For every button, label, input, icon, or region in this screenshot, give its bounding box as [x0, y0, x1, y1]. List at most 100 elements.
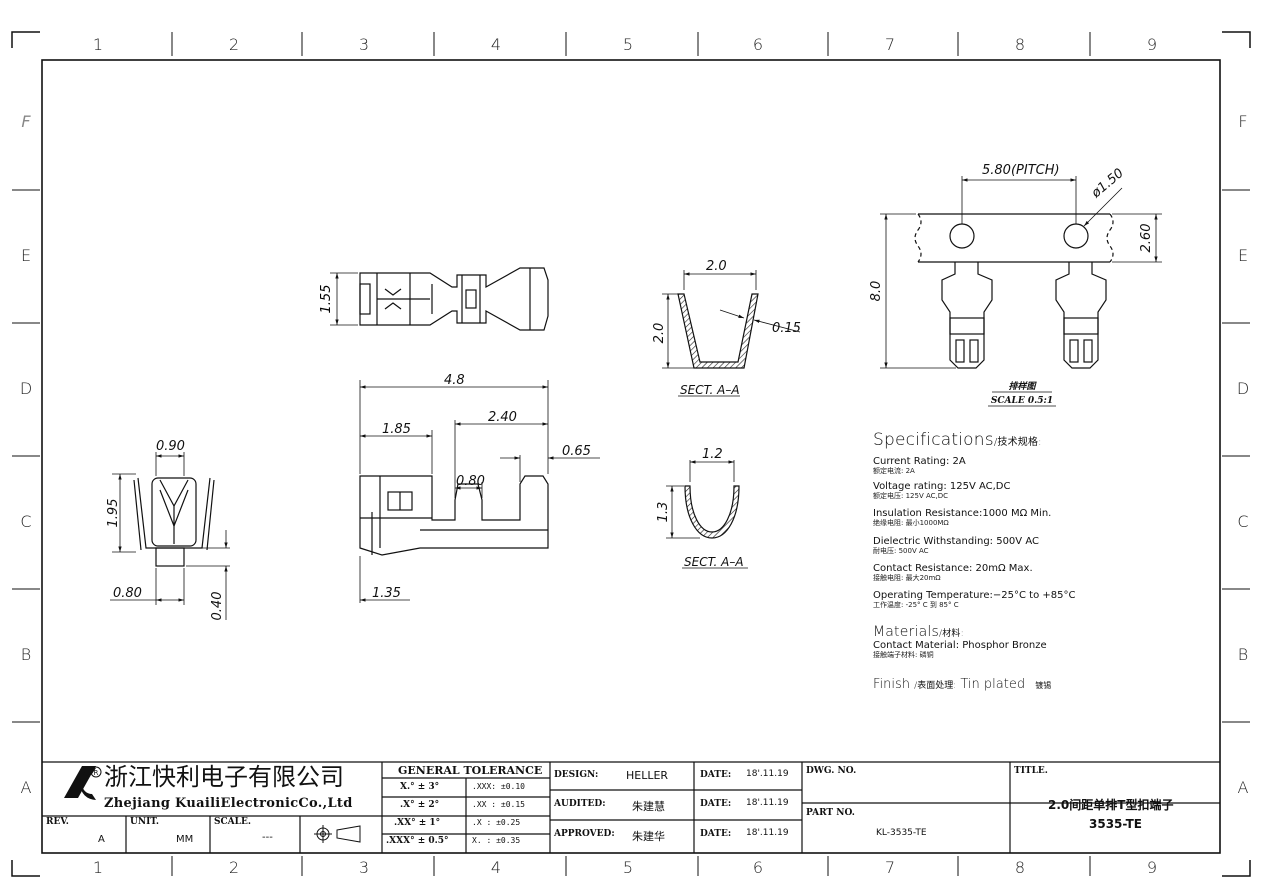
grid-row-label: A [1238, 778, 1249, 797]
section-a-view-2 [666, 460, 748, 569]
audited-label: AUDITED: [554, 799, 606, 809]
spec-item-en: Dielectric Withstanding: 500V AC [873, 536, 1039, 547]
dim-front-base: 0.80 [113, 586, 142, 601]
dim-sect2-width: 1.2 [702, 447, 723, 462]
title-label: TITLE. [1014, 766, 1048, 776]
finish-value-cn: 镀锡 [1035, 681, 1052, 690]
dim-sect1-thickness: 0.15 [772, 321, 801, 336]
grid-col-label: 3 [359, 858, 369, 877]
strip-caption: 排样图 [1008, 381, 1037, 392]
spec-item-cn: 额定电流: 2A [873, 467, 915, 475]
finish-label-cn: /表面处理: [914, 681, 957, 691]
dim-front-width: 0.90 [156, 439, 185, 454]
grid-row-label: D [1237, 379, 1249, 398]
spec-item-en: Insulation Resistance:1000 MΩ Min. [873, 508, 1052, 519]
dim-side-tab: 1.35 [372, 586, 401, 601]
approved-value: 朱建华 [632, 830, 665, 843]
grid-row-label: A [21, 778, 32, 797]
dim-side-total: 4.8 [444, 373, 465, 388]
unit-value: MM [176, 834, 194, 845]
grid-col-label: 2 [229, 858, 239, 877]
grid-col-label: 8 [1015, 35, 1025, 54]
grid-col-label: 4 [491, 35, 501, 54]
grid-col-label: 1 [93, 858, 103, 877]
materials-heading-cn: /材料: [938, 629, 964, 639]
unit-label: UNIT. [130, 817, 159, 827]
spec-item-en: Current Rating: 2A [873, 456, 966, 467]
design-value: HELLER [626, 769, 669, 782]
top-view [330, 267, 549, 331]
part-no-value: KL-3535-TE [876, 828, 927, 838]
scale-value: --- [262, 832, 273, 843]
grid-col-label: 6 [753, 35, 763, 54]
audited-value: 朱建慧 [632, 800, 665, 813]
spec-item: Contact Resistance: 20mΩ Max.接触电阻: 最大20m… [873, 563, 1193, 582]
grid-row-label: E [1238, 246, 1248, 265]
projection-symbol-icon [314, 825, 361, 843]
date-value: 18'.11.19 [746, 769, 789, 779]
dim-top-height: 1.55 [319, 285, 334, 314]
spec-heading: Specifications [873, 430, 994, 450]
dim-front-tab: 0.40 [210, 592, 225, 621]
grid-col-label: 1 [93, 35, 103, 54]
grid-col-label: 5 [623, 35, 633, 54]
specifications-block: Specifications/技术规格: [873, 430, 1193, 450]
company-name-en: Zhejiang KuailiElectronicCo.,Ltd [104, 796, 353, 811]
grid-row-label: B [1238, 645, 1248, 664]
dim-sect1-height: 2.0 [652, 323, 667, 344]
dim-sect1-width: 2.0 [706, 259, 727, 274]
tolerance-heading: GENERAL TOLERANCE [398, 764, 543, 777]
grid-col-label: 5 [623, 858, 633, 877]
date-label: DATE: [700, 799, 732, 809]
spec-item-en: Voltage rating: 125V AC,DC [873, 481, 1011, 492]
date-value: 18'.11.19 [746, 798, 789, 808]
dim-strip-hole: ø1.50 [1088, 166, 1127, 202]
spec-item-cn: 耐电压: 500V AC [873, 547, 929, 555]
dim-strip-pitch: 5.80(PITCH) [982, 163, 1060, 178]
tol-angle-2: .XX° ± 1° [394, 818, 441, 828]
company-name-cn: 浙江快利电子有限公司 [104, 763, 344, 791]
date-label: DATE: [700, 770, 732, 780]
dim-side-tail: 0.65 [562, 444, 591, 459]
grid-col-label: 9 [1147, 35, 1157, 54]
side-view [359, 380, 600, 603]
dim-strip-carrier: 2.60 [1139, 224, 1154, 253]
dim-side-front: 1.85 [382, 422, 411, 437]
sheet-border [11, 31, 1251, 877]
rev-label: REV. [46, 817, 69, 827]
part-no-label: PART NO. [806, 808, 855, 818]
section-a-view-1 [662, 270, 801, 397]
spec-item-cn: 额定电压: 125V AC,DC [873, 492, 949, 500]
title-code: 3535-TE [1089, 817, 1142, 831]
finish-value: Tin plated [960, 677, 1026, 692]
grid-col-label: 7 [885, 35, 895, 54]
grid-col-label: 8 [1015, 858, 1025, 877]
spec-heading-cn: /技术规格: [993, 437, 1042, 448]
tol-angle-0: X.° ± 3° [400, 782, 440, 792]
materials-heading: Materials [873, 624, 939, 640]
strip-layout-view [880, 176, 1162, 407]
dim-side-slot: 0.80 [456, 474, 485, 489]
finish-block: Finish /表面处理: Tin plated 镀锡 [873, 677, 1193, 692]
scale-label: SCALE. [214, 817, 251, 827]
spec-item-cn: 绝缘电阻: 最小1000MΩ [873, 519, 949, 527]
title-cn: 2.0间距单排T型扣端子 [1048, 798, 1174, 812]
strip-scale: SCALE 0.5:1 [991, 396, 1053, 406]
company-logo-icon: R [64, 766, 102, 800]
grid-ticks [12, 32, 1250, 876]
tol-linear-2: .X : ±0.25 [472, 818, 521, 827]
front-view [110, 452, 230, 620]
tol-linear-3: X. : ±0.35 [472, 836, 521, 845]
design-label: DESIGN: [554, 770, 599, 780]
spec-item-cn: 工作温度: -25° C 到 85° C [873, 601, 959, 609]
grid-col-label: 9 [1147, 858, 1157, 877]
spec-item-en: Operating Temperature:−25°C to +85°C [873, 590, 1076, 601]
grid-col-label: 4 [491, 858, 501, 877]
material-en: Contact Material: Phosphor Bronze [873, 640, 1047, 651]
tol-linear-1: .XX : ±0.15 [472, 800, 525, 809]
